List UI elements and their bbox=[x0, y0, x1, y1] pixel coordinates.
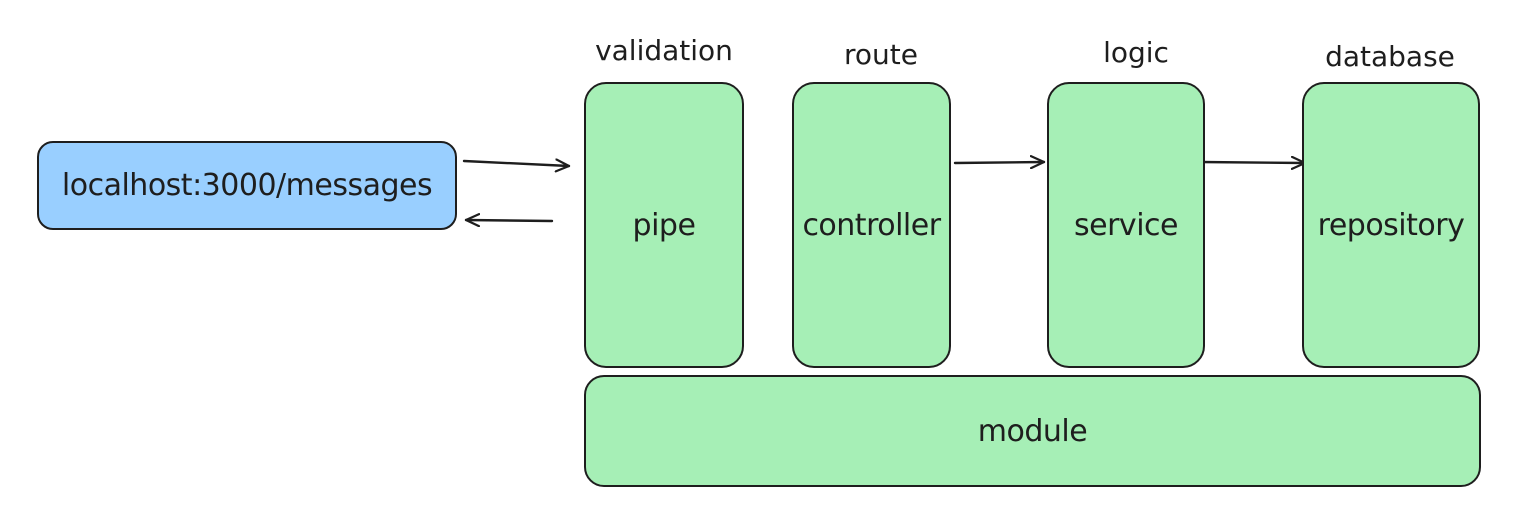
database-heading: database bbox=[1325, 40, 1455, 73]
service-to-repository-arrow bbox=[1198, 162, 1307, 163]
request-arrow bbox=[462, 161, 571, 166]
module-label: module bbox=[977, 413, 1088, 449]
route-heading: route bbox=[844, 38, 918, 71]
service-node: service bbox=[1047, 82, 1205, 368]
repository-label: repository bbox=[1317, 207, 1465, 243]
response-arrow bbox=[464, 220, 554, 221]
logic-heading: logic bbox=[1103, 36, 1169, 69]
controller-to-service-arrow bbox=[953, 162, 1046, 163]
client-url-node: localhost:3000/messages bbox=[37, 141, 457, 230]
validation-heading: validation bbox=[595, 34, 733, 67]
pipe-label: pipe bbox=[632, 207, 696, 243]
controller-node: controller bbox=[792, 82, 951, 368]
module-node: module bbox=[584, 375, 1481, 487]
controller-label: controller bbox=[802, 207, 941, 243]
client-url-label: localhost:3000/messages bbox=[61, 168, 433, 203]
repository-node: repository bbox=[1302, 82, 1480, 368]
pipe-node: pipe bbox=[584, 82, 744, 368]
service-label: service bbox=[1074, 207, 1178, 243]
